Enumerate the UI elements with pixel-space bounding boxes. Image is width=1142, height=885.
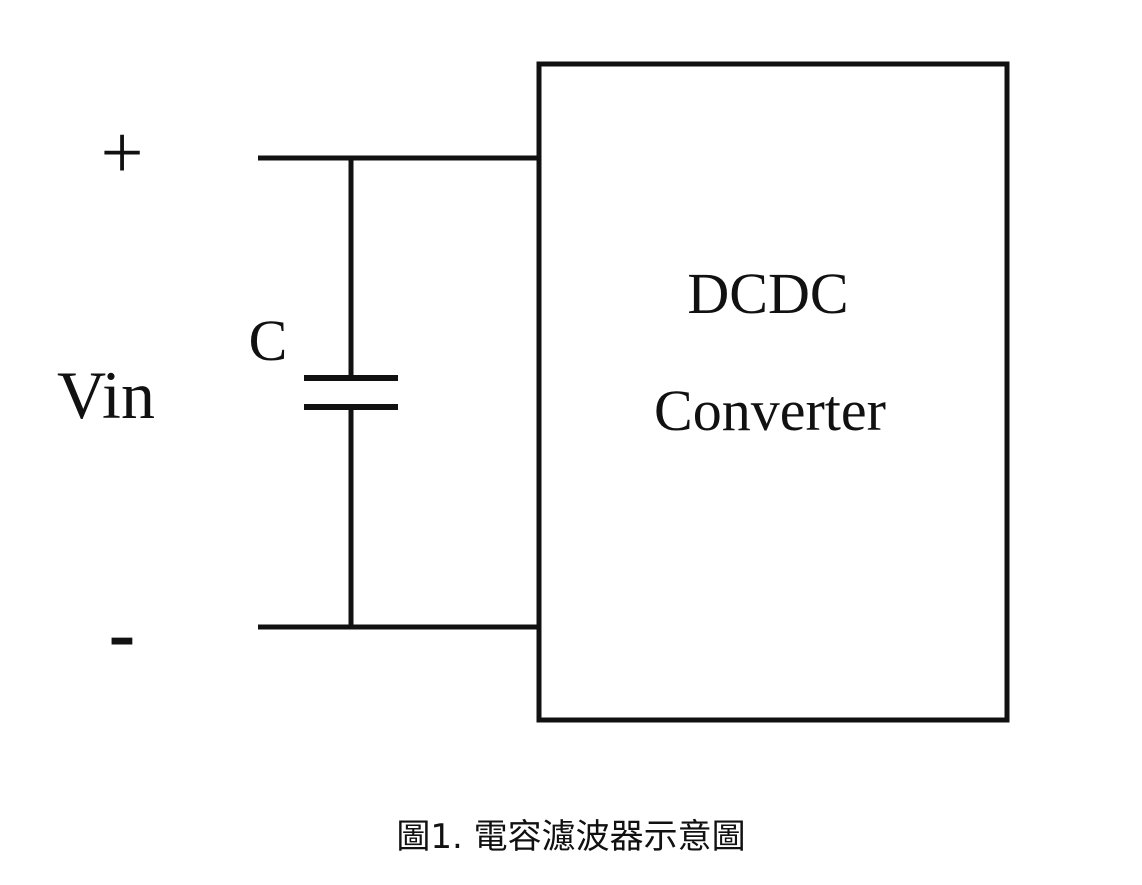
converter-subtitle: Converter	[654, 378, 886, 443]
positive-terminal-label: +	[101, 111, 144, 195]
figure-caption: 圖1. 電容濾波器示意圖	[396, 817, 746, 857]
negative-terminal-label: -	[109, 590, 136, 678]
capacitor-label: C	[249, 308, 288, 373]
vin-label: Vin	[57, 357, 155, 433]
converter-title: DCDC	[687, 261, 848, 326]
dcdc-converter-block	[536, 61, 1010, 723]
